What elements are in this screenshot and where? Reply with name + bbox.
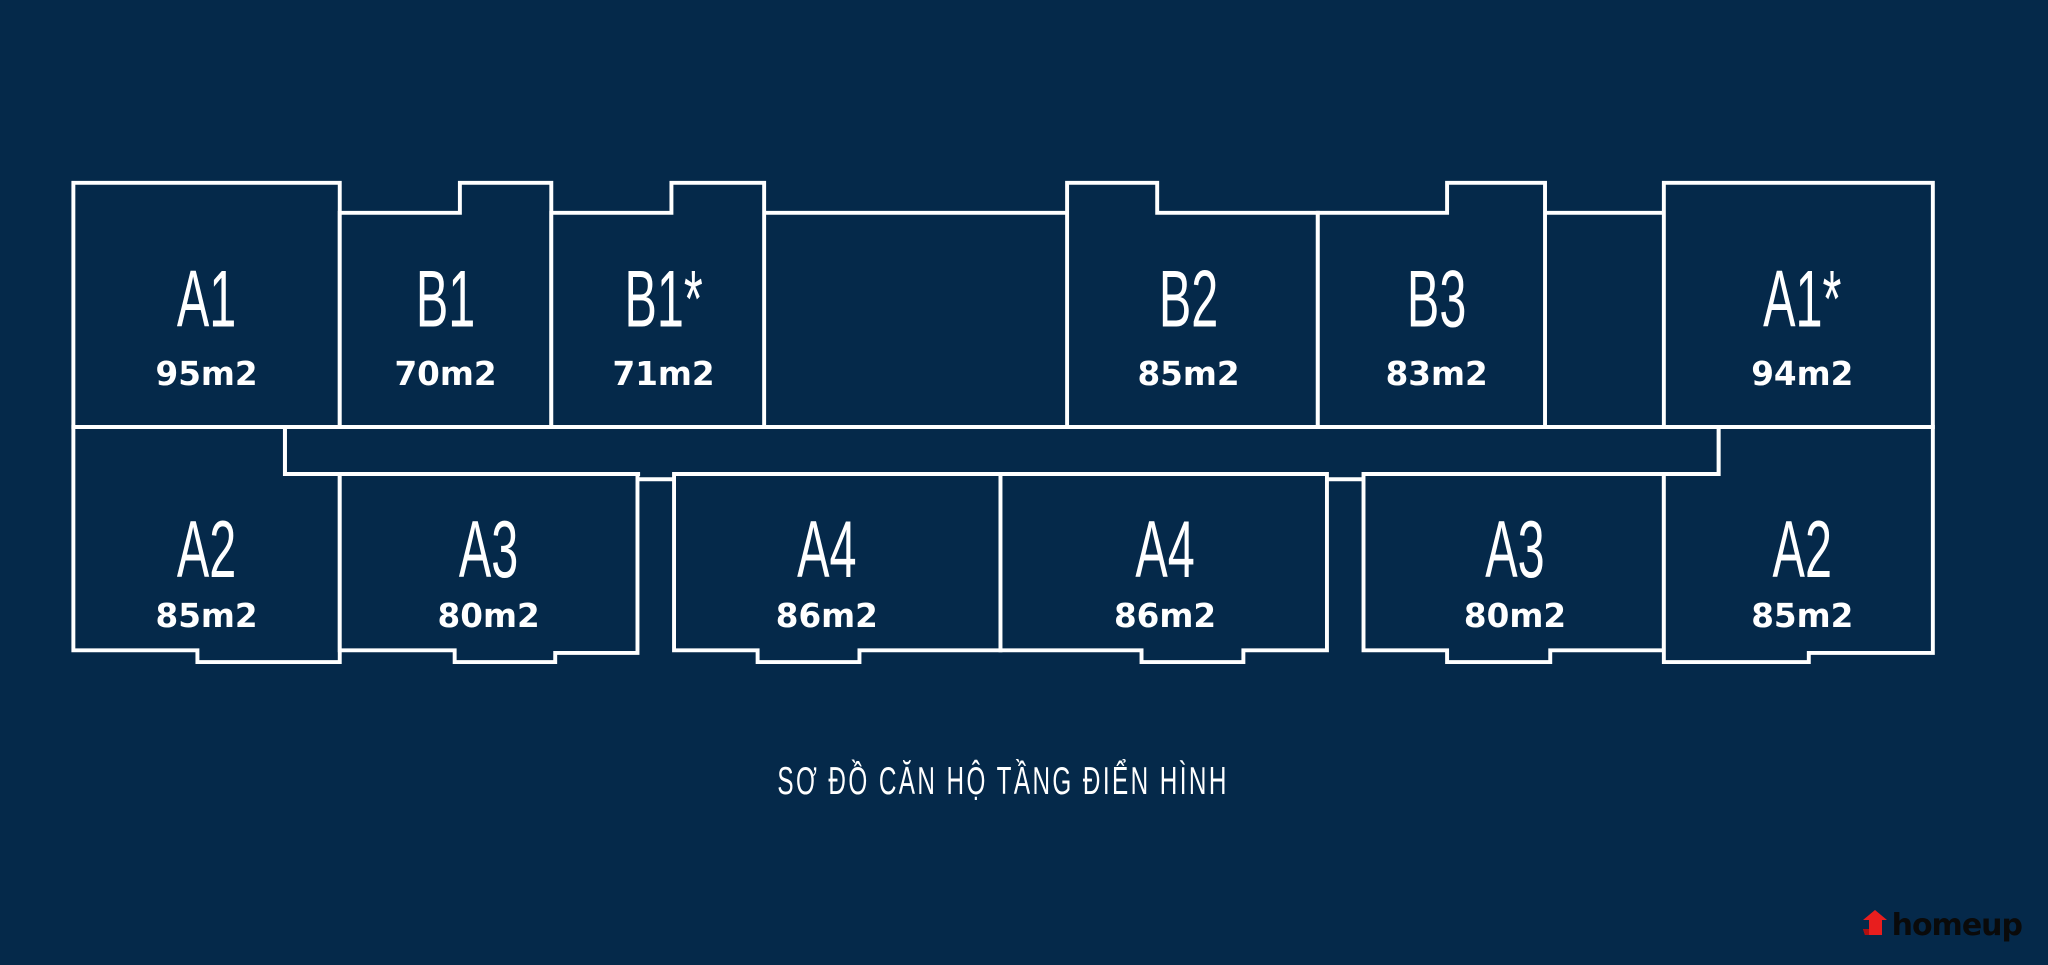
unit-area: 83m2 bbox=[1386, 355, 1488, 393]
unit-b3[interactable]: B3 83m2 bbox=[1315, 180, 1547, 429]
unit-outline bbox=[998, 472, 1329, 665]
unit-outline bbox=[549, 180, 767, 429]
unit-name: A3 bbox=[1485, 506, 1544, 596]
unit-area: 85m2 bbox=[156, 597, 258, 635]
unit-a1-star[interactable]: A1* 94m2 bbox=[1661, 180, 1935, 429]
unit-b1-star[interactable]: B1* 71m2 bbox=[549, 180, 767, 429]
unit-name: B2 bbox=[1159, 255, 1218, 345]
unit-name: A1* bbox=[1763, 255, 1841, 345]
unit-name: A2 bbox=[177, 506, 236, 596]
unit-name: A2 bbox=[1773, 506, 1832, 596]
unit-name: B3 bbox=[1407, 255, 1466, 345]
unit-name: A4 bbox=[1135, 506, 1194, 596]
house-arrow-icon bbox=[1860, 908, 1890, 943]
unit-name: B1 bbox=[416, 255, 475, 345]
unit-b1[interactable]: B1 70m2 bbox=[337, 180, 554, 429]
unit-a1[interactable]: A1 95m2 bbox=[71, 180, 342, 429]
unit-outline bbox=[1315, 180, 1547, 429]
unit-area: 80m2 bbox=[1464, 597, 1566, 635]
plan-caption: SƠ ĐỒ CĂN HỘ TẦNG ĐIỂN HÌNH bbox=[777, 758, 1229, 802]
unit-name: A4 bbox=[797, 506, 856, 596]
unit-area: 94m2 bbox=[1751, 355, 1853, 393]
unit-outline bbox=[1661, 425, 1935, 665]
unit-area: 85m2 bbox=[1751, 597, 1853, 635]
unit-area: 86m2 bbox=[1114, 597, 1216, 635]
unit-area: 80m2 bbox=[438, 597, 540, 635]
logo-text: homeup bbox=[1891, 908, 2023, 943]
unit-b2[interactable]: B2 85m2 bbox=[1065, 180, 1320, 429]
unit-name: B1* bbox=[624, 255, 702, 345]
unit-area: 86m2 bbox=[776, 597, 878, 635]
homeup-logo: homeup bbox=[1860, 908, 2023, 943]
unit-outline bbox=[337, 472, 640, 665]
unit-area: 70m2 bbox=[394, 355, 496, 393]
unit-area: 95m2 bbox=[156, 355, 258, 393]
unit-name: A3 bbox=[459, 506, 518, 596]
unit-outline bbox=[337, 180, 554, 429]
unit-area: 85m2 bbox=[1137, 355, 1239, 393]
unit-name: A1 bbox=[177, 255, 236, 345]
unit-outline bbox=[71, 425, 342, 665]
unit-area: 71m2 bbox=[613, 355, 715, 393]
